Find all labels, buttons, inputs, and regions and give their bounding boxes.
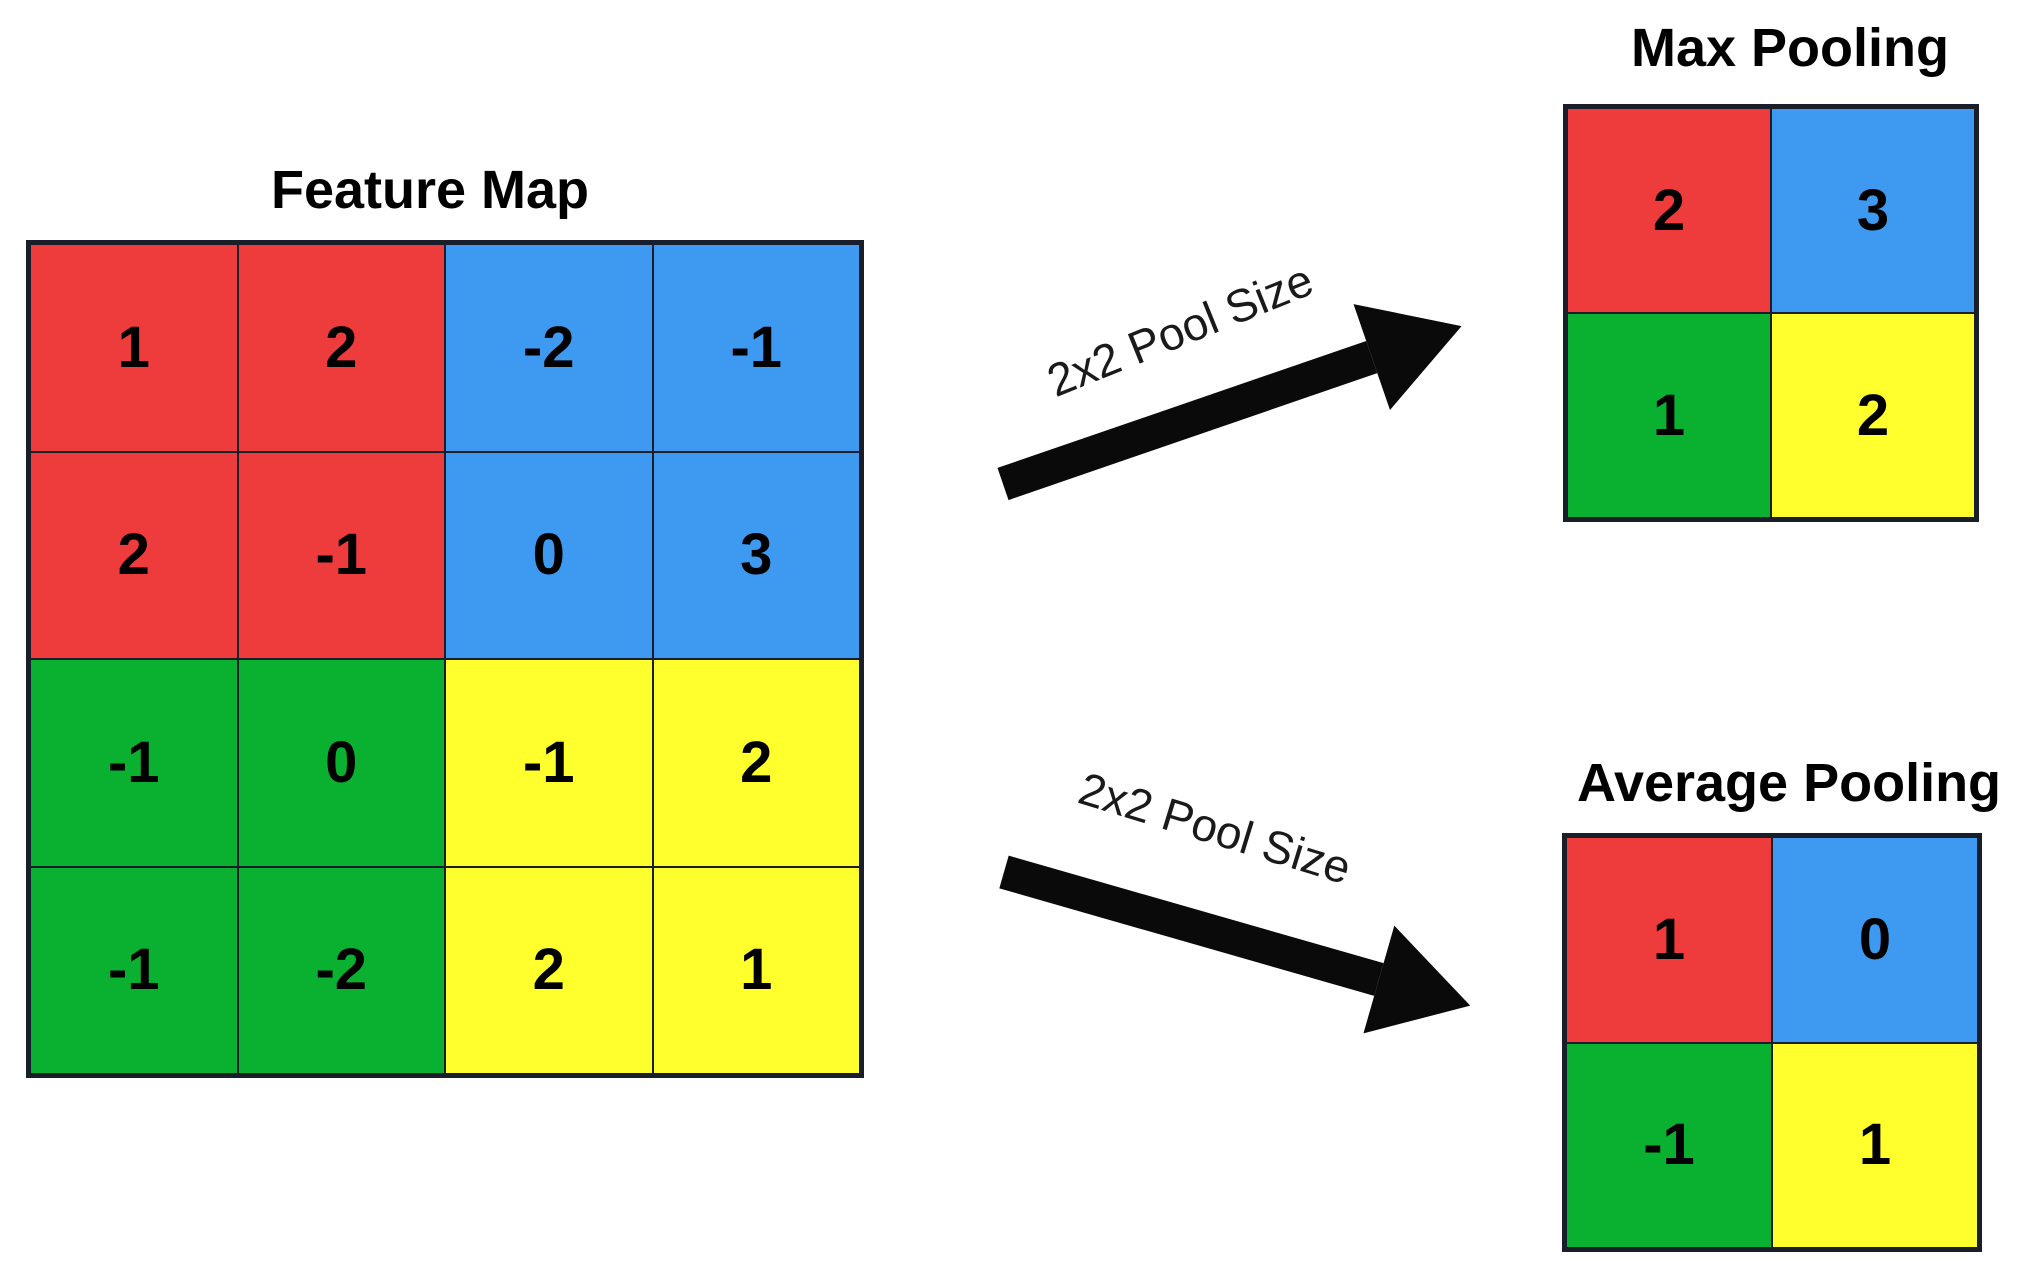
max-pooling-cell: 2 [1771, 313, 1975, 518]
feature-map-cell: -1 [652, 244, 860, 452]
feature-map-cell: -1 [30, 866, 238, 1074]
feature-map-cell: 3 [652, 451, 860, 659]
max-pooling-title: Max Pooling [1630, 18, 1950, 78]
average-pooling-cell: 1 [1772, 1042, 1978, 1248]
feature-map-cell: 0 [237, 659, 445, 867]
average-pooling-cell: 0 [1772, 837, 1978, 1043]
average-pooling-cell: 1 [1566, 837, 1772, 1043]
feature-map-cell: -1 [30, 659, 238, 867]
max-pooling-cell: 1 [1567, 313, 1771, 518]
feature-map-cell: -1 [237, 451, 445, 659]
max-pooling-cell: 2 [1567, 108, 1771, 313]
feature-map-title: Feature Map [270, 160, 590, 220]
arrow-head [1353, 273, 1480, 410]
feature-map-cell: 2 [445, 866, 653, 1074]
feature-map-cell: -2 [445, 244, 653, 452]
max-pooling-cell: 3 [1771, 108, 1975, 313]
feature-map-cell: 0 [445, 451, 653, 659]
arrow-head [1363, 925, 1486, 1060]
average-pooling-title: Average Pooling [1576, 753, 2002, 813]
feature-map-cell: -1 [445, 659, 653, 867]
average-pooling-cell: -1 [1566, 1042, 1772, 1248]
feature-map-cell: 2 [30, 451, 238, 659]
feature-map-cell: 2 [652, 659, 860, 867]
feature-map-cell: 1 [30, 244, 238, 452]
feature-map-cell: 1 [652, 866, 860, 1074]
feature-map-cell: -2 [237, 866, 445, 1074]
feature-map-cell: 2 [237, 244, 445, 452]
